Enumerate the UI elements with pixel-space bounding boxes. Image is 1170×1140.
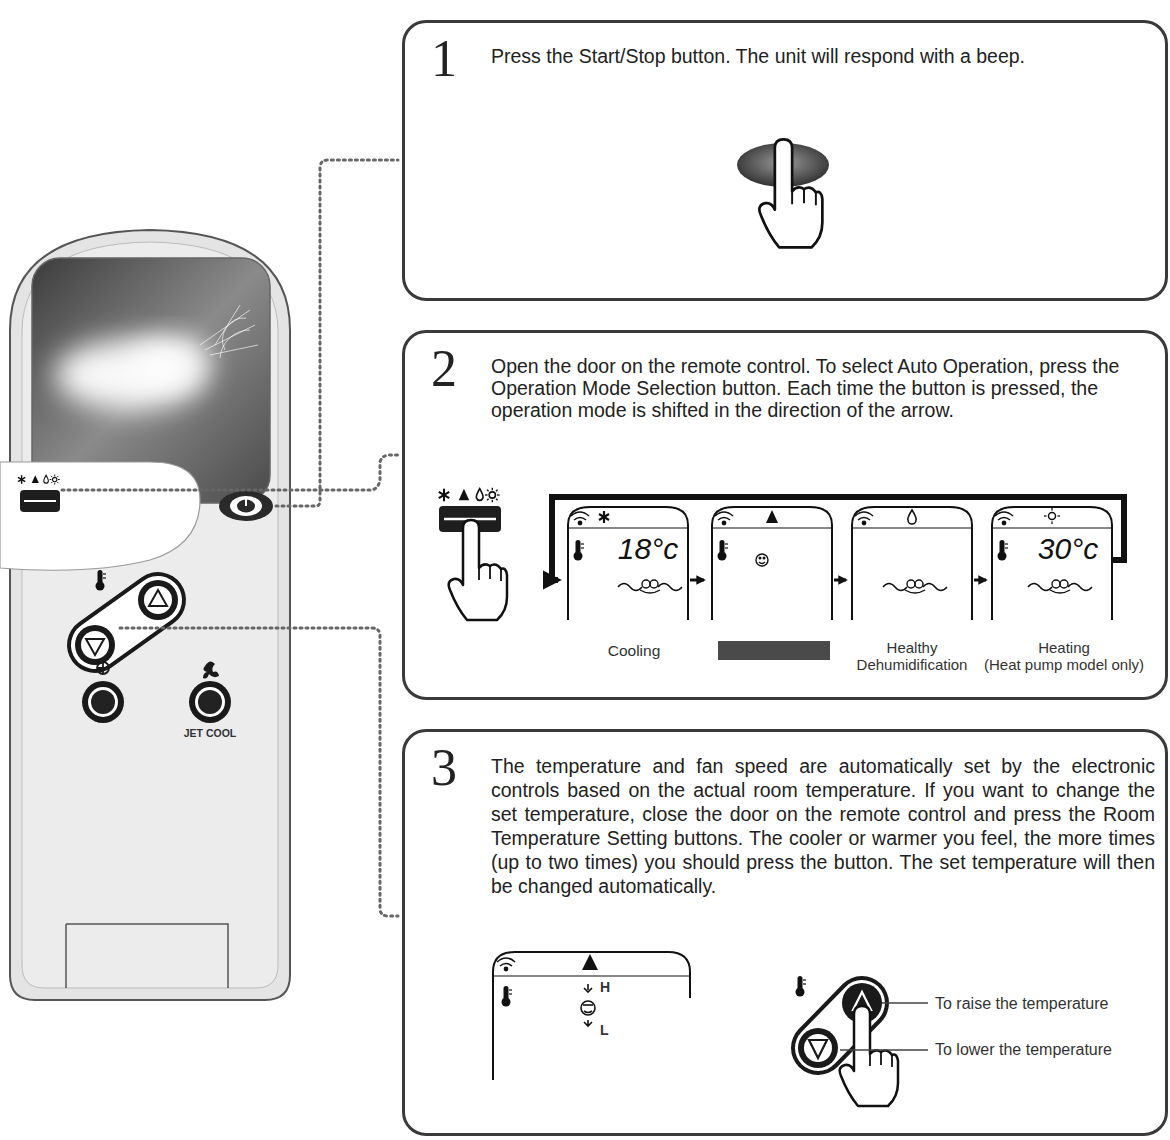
caption-label: To lower the temperature xyxy=(935,1041,1112,1059)
button-label: JET COOL xyxy=(184,728,237,740)
lcd-icons xyxy=(571,508,1092,593)
step-number: 1 xyxy=(431,33,457,85)
step-panel: 1 Press the Start/Stop button. The unit w… xyxy=(402,20,1168,301)
step-text: Open the door on the remote control. To … xyxy=(491,355,1155,421)
caption-label: H xyxy=(600,980,610,995)
mode-cycle-arrows xyxy=(552,497,1124,580)
caption-label: Heating xyxy=(1038,640,1090,657)
step-number: 2 xyxy=(431,343,457,395)
step-number: 3 xyxy=(431,742,457,794)
lcd-auto xyxy=(493,952,690,1080)
caption-label: Healthy Dehumidification xyxy=(847,640,977,673)
caption-label: L xyxy=(600,1023,609,1038)
caption-label: To raise the temperature xyxy=(935,995,1108,1013)
caption-label: (Heat pump model only) xyxy=(984,657,1144,674)
leader-lines xyxy=(62,160,398,916)
remote-control xyxy=(0,230,290,1000)
start-button-art xyxy=(737,139,829,247)
caption-label: Cooling xyxy=(608,642,661,659)
step-text: The temperature and fan speed are automa… xyxy=(491,754,1155,898)
temperature-buttons xyxy=(796,976,929,1106)
lcd-temperature: 30°c xyxy=(1038,532,1098,565)
lcd-auto-icons xyxy=(497,954,598,1026)
step-panel: 3 The temperature and fan speed are autom… xyxy=(402,729,1168,1136)
lcd-screens xyxy=(568,507,1112,620)
lcd-temperature: 18°c xyxy=(618,532,678,565)
mode-button-art xyxy=(439,488,507,620)
step-text: Press the Start/Stop button. The unit wi… xyxy=(491,45,1155,68)
auto-mode-bar xyxy=(718,641,830,660)
